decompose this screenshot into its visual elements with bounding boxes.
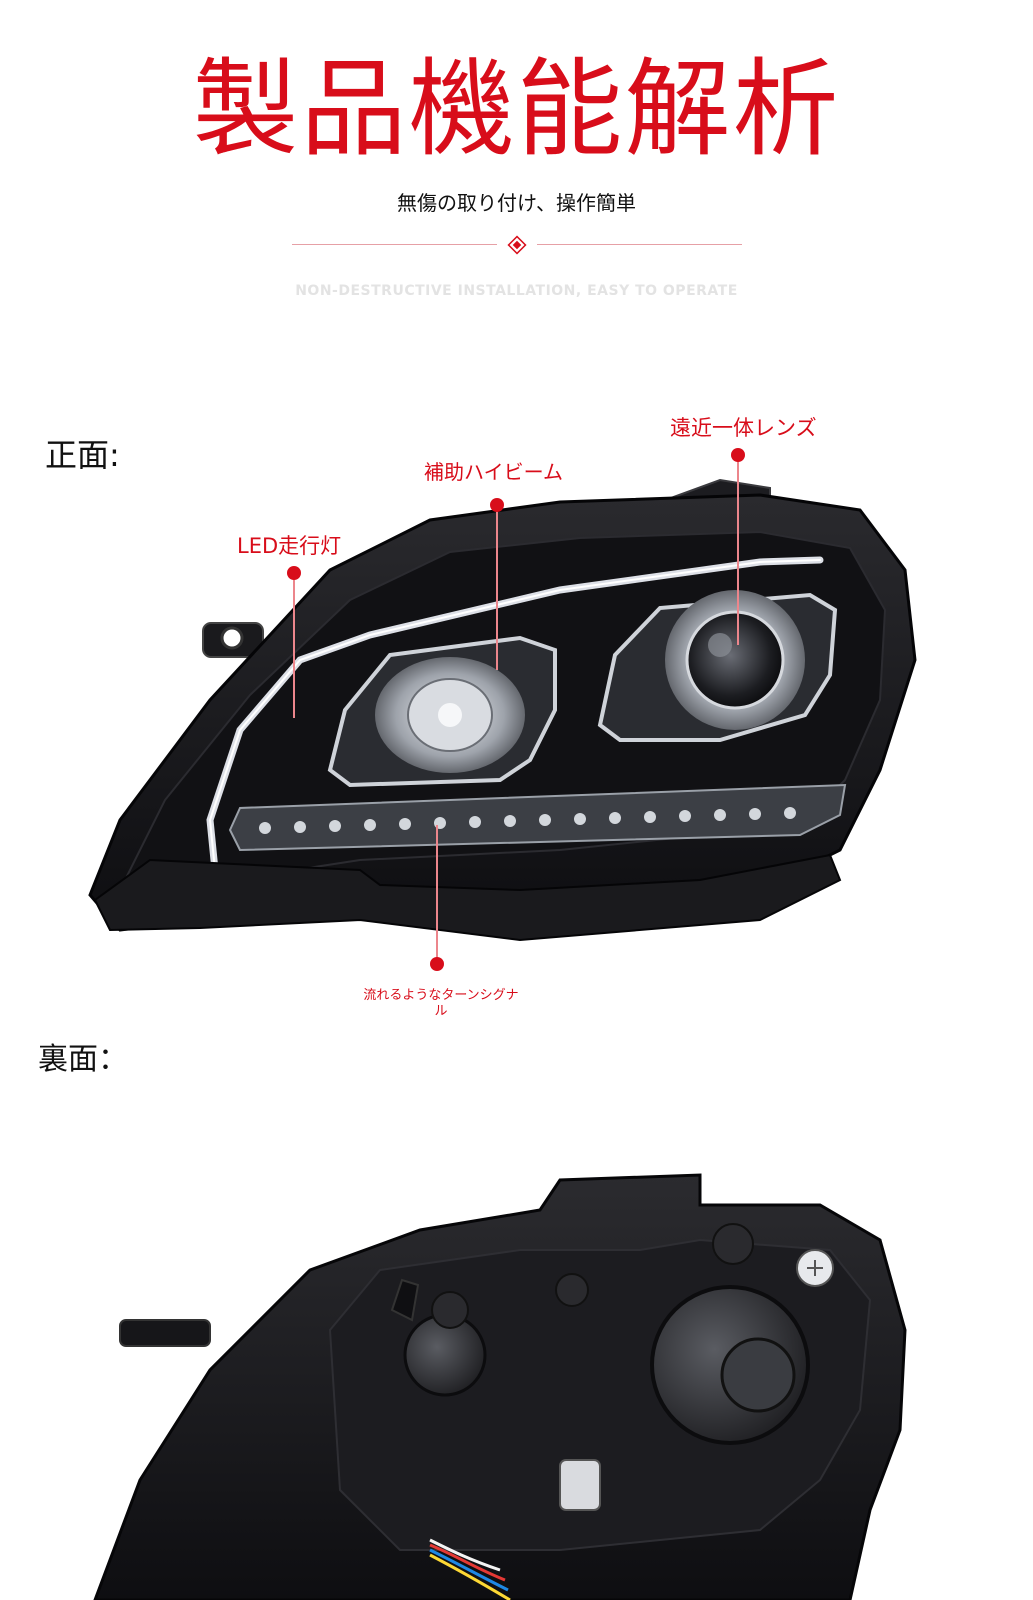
callout-aux-high-beam: 補助ハイビーム — [424, 460, 563, 484]
callout-projector-lens: 遠近一体レンズ — [670, 416, 817, 440]
callout-sequential-turn-signal: 流れるようなターンシグナル — [363, 988, 519, 1019]
divider-line-left — [292, 244, 497, 245]
sequential-turn-signal-strip — [228, 783, 847, 852]
page-subtitle: 無傷の取り付け、操作簡単 — [397, 191, 636, 215]
front-headlight-image — [88, 448, 917, 971]
divider-line-right — [537, 244, 742, 245]
title-divider — [292, 235, 742, 255]
english-tagline: NON-DESTRUCTIVE INSTALLATION, EASY TO OP… — [295, 283, 738, 299]
page-title: 製品機能解析 — [192, 48, 841, 171]
rear-headlight-image — [93, 1173, 907, 1600]
rear-view-label: 裏面： — [38, 1042, 128, 1077]
projector-lens — [685, 610, 785, 710]
wiring-harness — [429, 1538, 511, 1600]
diamond-ornament-icon — [507, 235, 527, 255]
front-view-label: 正面: — [45, 436, 120, 474]
callout-led-drl: LED走行灯 — [237, 534, 342, 558]
